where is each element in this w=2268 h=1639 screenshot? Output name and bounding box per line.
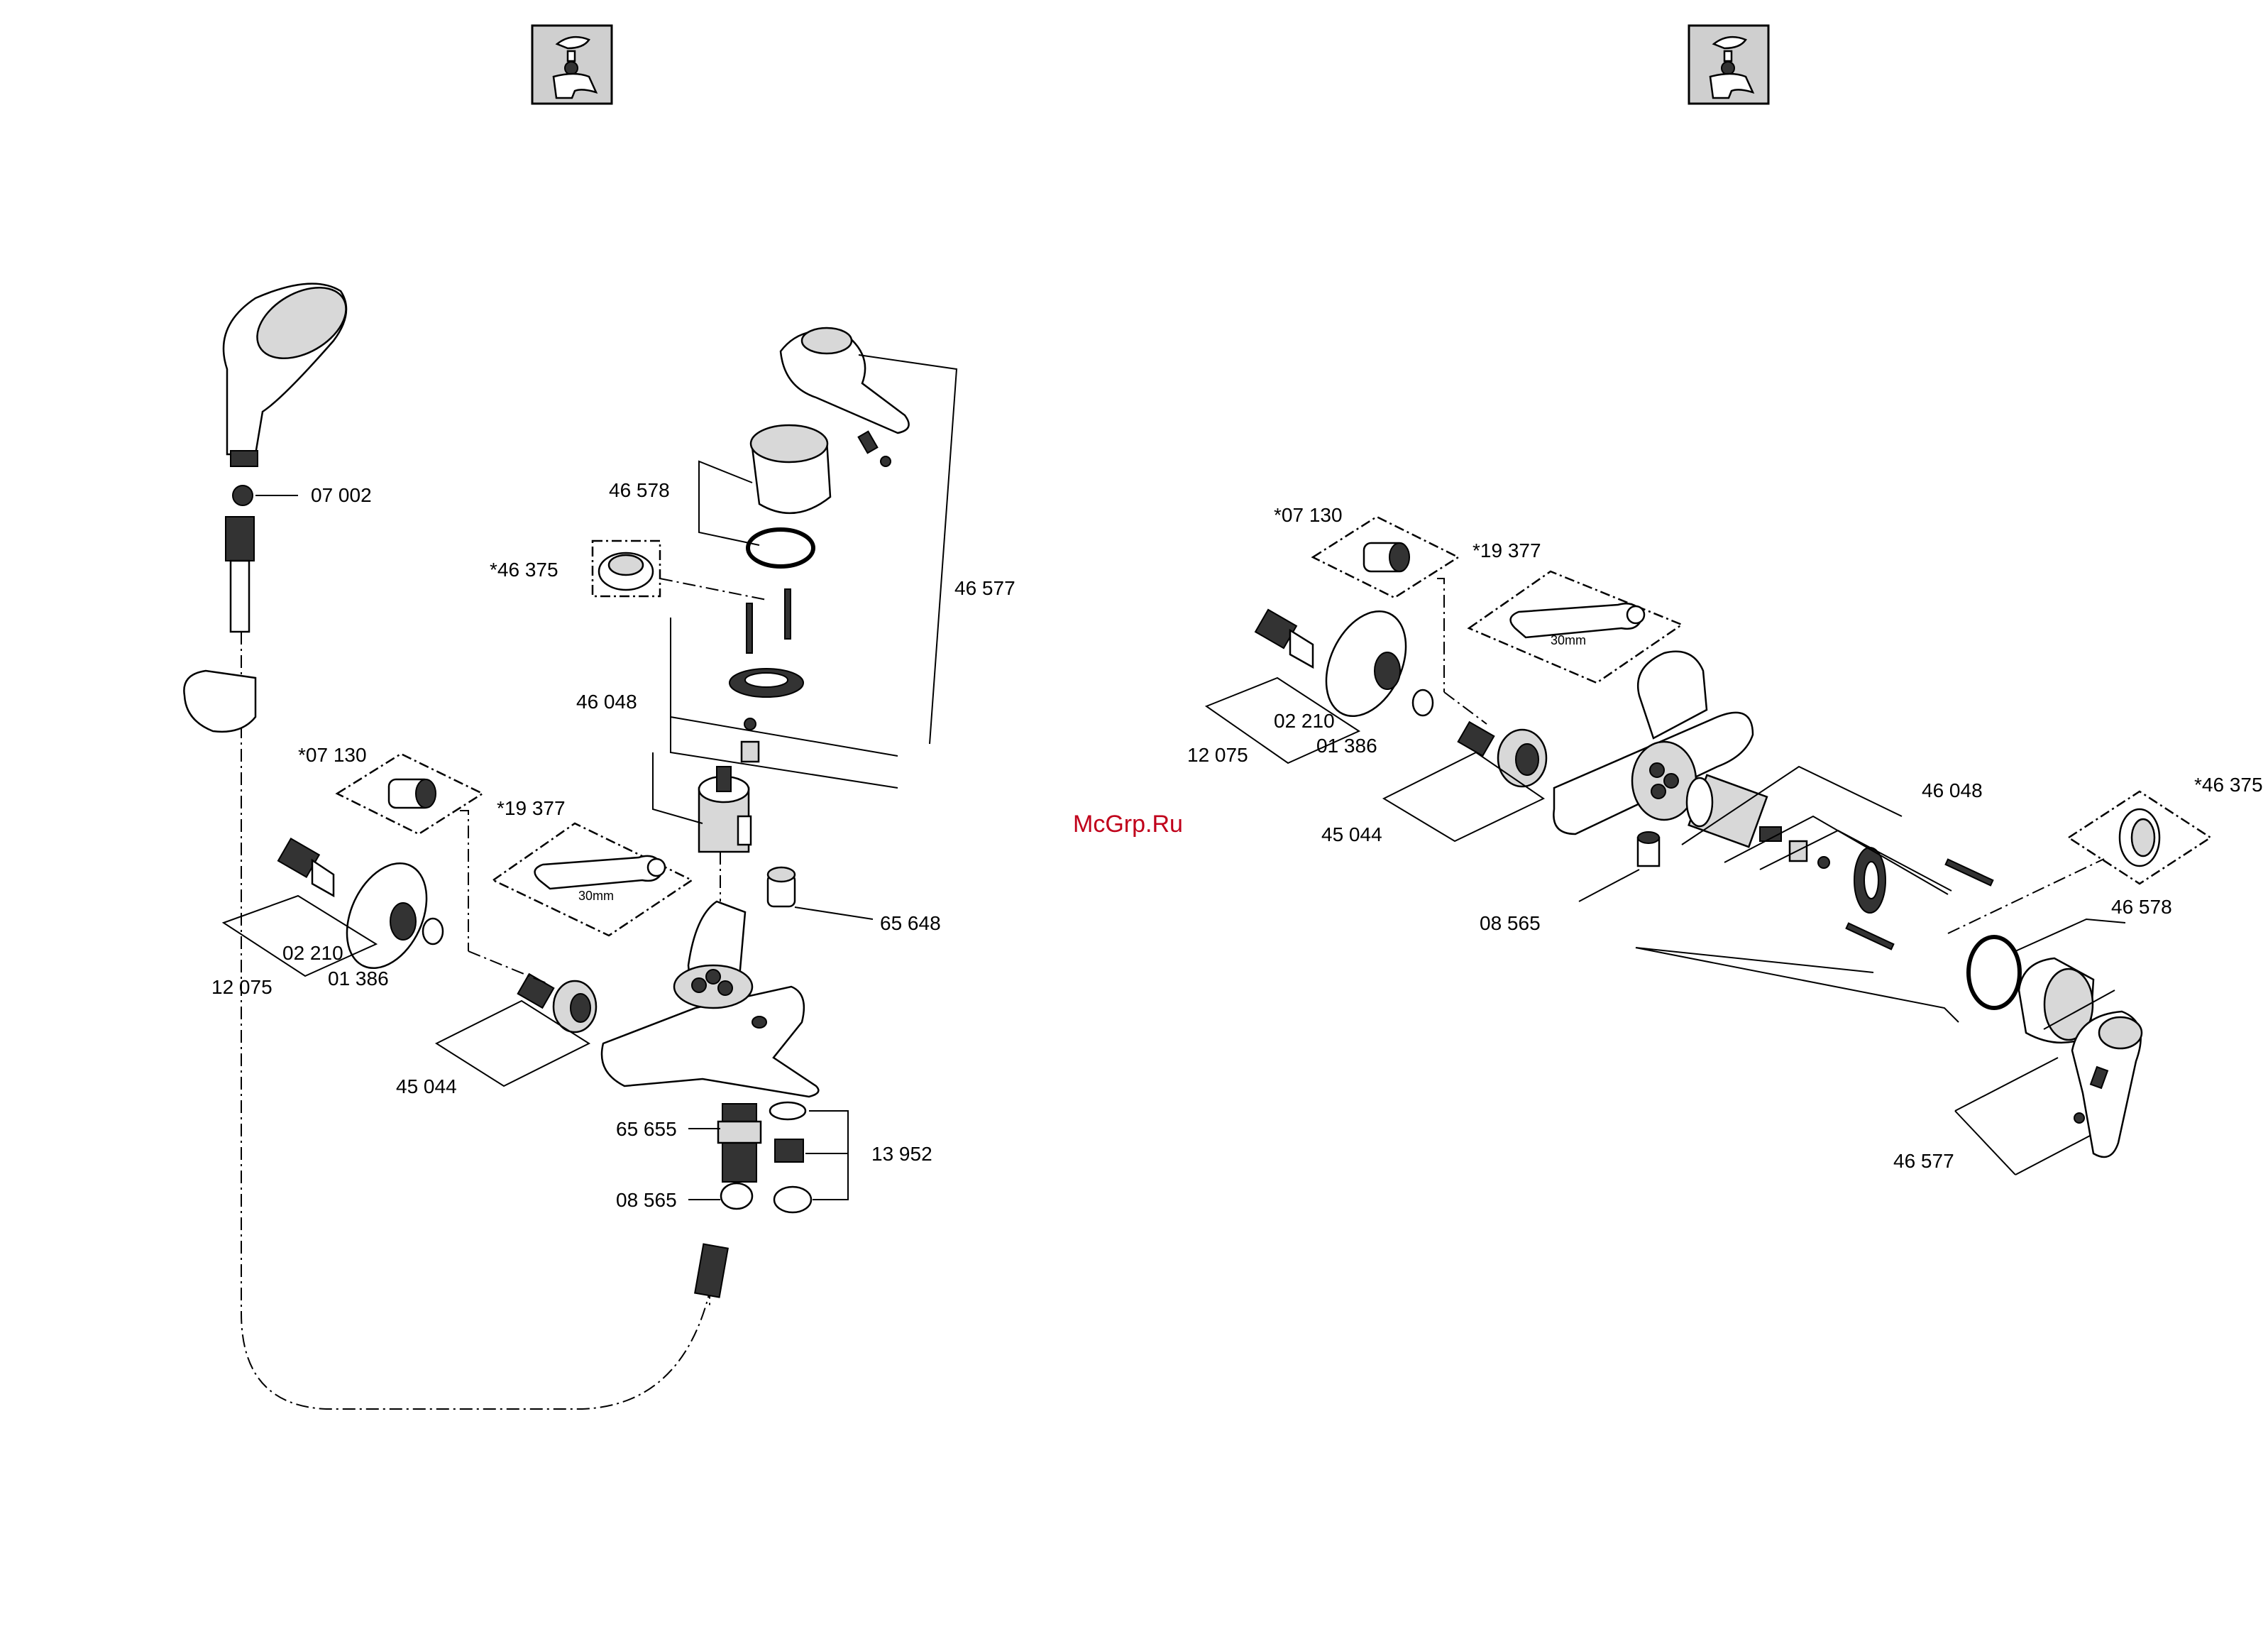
label-45044-right: 45 044 <box>1321 823 1382 845</box>
label-01386-right: 01 386 <box>1316 735 1377 757</box>
aerator-housing <box>774 1187 811 1212</box>
rosette-left <box>331 850 443 981</box>
mixer-body-left <box>602 901 818 1097</box>
cartridge-46048-right <box>1687 775 1781 847</box>
washer-01386 <box>423 919 443 944</box>
s-union-right <box>1255 610 1313 667</box>
label-65655: 65 655 <box>616 1118 677 1140</box>
mixer-type-icon-left <box>532 26 612 104</box>
label-19377: *19 377 <box>497 797 566 819</box>
wall-holder <box>184 671 255 732</box>
box-07130-right <box>1313 517 1458 598</box>
wrench-size-label: 30mm <box>578 889 614 903</box>
label-07002: 07 002 <box>311 484 372 506</box>
reducer-08565-left <box>721 1183 752 1209</box>
label-46048-right: 46 048 <box>1922 779 1983 801</box>
label-46375-left: *46 375 <box>490 559 558 581</box>
hose-top <box>231 561 249 632</box>
label-45044: 45 044 <box>396 1075 457 1097</box>
aerator-insert <box>775 1139 803 1162</box>
screw-small-left <box>742 742 759 762</box>
washer-01386-right <box>1413 690 1433 716</box>
label-12075-right: 12 075 <box>1187 744 1248 766</box>
label-46578-left: 46 578 <box>609 479 670 501</box>
label-46577-right: 46 577 <box>1893 1150 1954 1172</box>
label-65648: 65 648 <box>880 912 941 934</box>
aerator-ring <box>770 1102 805 1119</box>
hand-shower-head <box>224 273 358 466</box>
left-diagram-bath-mixer: 07 002 *07 130 30mm *19 377 <box>184 273 1015 1409</box>
hose-nut-bottom <box>695 1244 728 1298</box>
label-08565-right: 08 565 <box>1480 912 1541 934</box>
label-46375-right: *46 375 <box>2194 774 2263 796</box>
cap-46578-left <box>751 425 830 513</box>
label-46578-right: 46 578 <box>2111 896 2172 918</box>
right-diagram-shower-mixer: *07 130 30mm *19 377 02 210 12 075 01 38… <box>1187 504 2263 1175</box>
s-union-left <box>278 838 334 896</box>
box-46375-right <box>2069 791 2211 884</box>
box-19377-wrench: 30mm <box>493 823 692 936</box>
bolt-right-1 <box>1946 860 1993 886</box>
label-02210: 02 210 <box>282 942 343 964</box>
o-ring-left <box>748 530 813 566</box>
box-46375-left <box>593 541 660 596</box>
label-13952: 13 952 <box>871 1143 932 1165</box>
label-02210-right: 02 210 <box>1274 710 1335 732</box>
label-08565-left: 08 565 <box>616 1189 677 1211</box>
label-07130: *07 130 <box>298 744 367 766</box>
connection-nipple-right <box>1458 722 1494 756</box>
label-19377-right: *19 377 <box>1472 539 1541 561</box>
label-12075: 12 075 <box>211 976 273 998</box>
bolt-left-2 <box>785 589 791 639</box>
lever-handle-46577-right <box>2072 1012 2142 1157</box>
bolt-left-1 <box>747 603 752 653</box>
mixer-type-icon-right <box>1689 26 1768 104</box>
wrench-size-label-right: 30mm <box>1551 633 1586 647</box>
label-46577-left: 46 577 <box>954 577 1015 599</box>
cartridge-46048-left <box>699 767 751 852</box>
o-ring-right <box>1969 937 2020 1008</box>
washer-07002 <box>233 486 253 505</box>
label-46048: 46 048 <box>576 691 637 713</box>
hose-nut-top <box>226 517 254 561</box>
label-07130-right: *07 130 <box>1274 504 1343 526</box>
bolt-right-2 <box>1846 923 1894 950</box>
watermark: McGrp.Ru <box>1073 811 1183 838</box>
label-01386: 01 386 <box>328 967 389 990</box>
